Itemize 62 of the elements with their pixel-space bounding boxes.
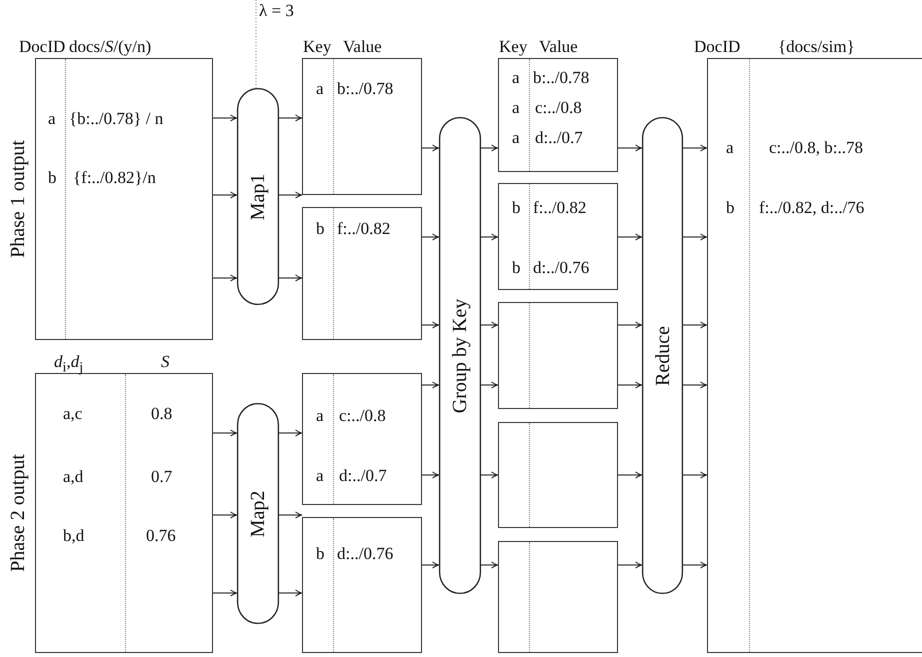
cell-text: b: [512, 198, 520, 218]
cell-text: b: [726, 198, 734, 218]
stage-label: Group by Key: [449, 298, 471, 413]
key-value-box: [302, 373, 422, 505]
cell-text: b: [316, 219, 324, 239]
parameter-label: λ = 3: [259, 1, 294, 21]
cell-text: a,d: [63, 467, 84, 487]
cell-text: b,d: [63, 526, 84, 546]
cell-text: a: [512, 68, 520, 88]
key-value-box: [498, 541, 618, 653]
cell-text: a: [512, 128, 520, 148]
cell-text: c:../0.8: [339, 406, 386, 426]
cell-text: f:../0.82: [533, 198, 586, 218]
cell-text: d:../0.76: [533, 258, 590, 278]
stage-label: Reduce: [652, 326, 674, 386]
column-header: DocID: [694, 37, 740, 57]
cell-text: f:../0.82, d:../76: [759, 198, 864, 218]
side-label: Phase 1 output: [7, 140, 29, 258]
cell-text: b:../0.78: [533, 68, 590, 88]
cell-text: f:../0.82: [337, 219, 390, 239]
column-header: S: [161, 352, 170, 372]
key-value-box: [302, 517, 422, 653]
column-header: Value: [343, 37, 382, 57]
process-pill: [237, 88, 279, 305]
column-header: DocID: [19, 37, 66, 57]
cell-text: a: [316, 406, 324, 426]
cell-text: b:../0.78: [337, 79, 394, 99]
column-header: docs/S/(y/n): [69, 37, 152, 57]
cell-text: a: [512, 98, 520, 118]
stage-label: Map1: [247, 173, 269, 220]
cell-text: 0.7: [151, 467, 172, 487]
cell-text: {b:../0.78} / n: [69, 109, 164, 129]
cell-text: a: [48, 109, 56, 129]
cell-text: 0.76: [146, 526, 176, 546]
cell-text: b: [48, 168, 56, 188]
cell-text: d:../0.7: [535, 128, 583, 148]
cell-text: a,c: [63, 404, 82, 424]
cell-text: d:../0.7: [339, 466, 387, 486]
key-value-box: [498, 302, 618, 409]
cell-text: b: [316, 544, 324, 564]
cell-text: 0.8: [151, 404, 172, 424]
column-header: Key: [499, 37, 528, 57]
process-pill: [642, 117, 683, 594]
key-value-box: [498, 183, 618, 290]
cell-text: d:../0.76: [337, 544, 394, 564]
cell-text: {f:../0.82}/n: [73, 168, 156, 188]
column-header: {docs/sim}: [778, 37, 855, 57]
column-header: d$_{i}$,d$_{j}$: [54, 352, 84, 378]
cell-text: a: [726, 138, 734, 158]
cell-text: a: [316, 466, 324, 486]
cell-text: a: [316, 79, 324, 99]
cell-text: b: [512, 258, 520, 278]
process-pill: [237, 403, 279, 624]
cell-text: c:../0.8: [535, 98, 582, 118]
key-value-box: [498, 422, 618, 528]
key-value-box: [302, 207, 422, 340]
stage-label: Map2: [247, 490, 269, 537]
process-pill: [439, 117, 481, 594]
column-header: Value: [539, 37, 578, 57]
side-label: Phase 2 output: [7, 454, 29, 572]
cell-text: c:../0.8, b:..78: [769, 138, 863, 158]
column-header: Key: [303, 37, 332, 57]
